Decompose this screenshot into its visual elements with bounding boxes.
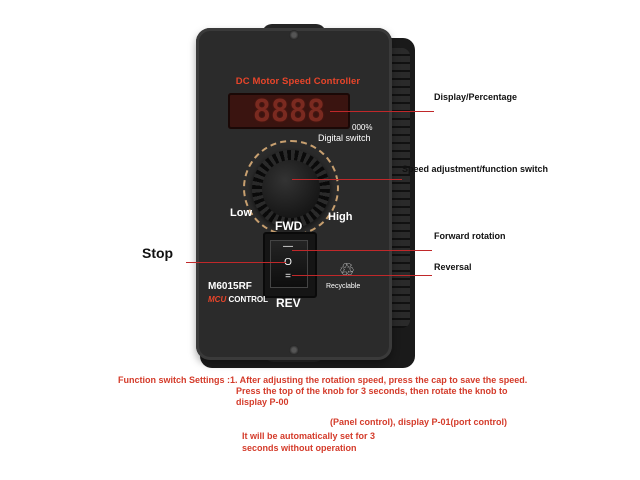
note-line-5: It will be automatically set for 3	[242, 431, 376, 441]
mcu-prefix: MCU	[208, 295, 227, 304]
knob-cap[interactable]	[262, 160, 320, 218]
callout-line-stop	[186, 262, 286, 263]
note-line-3: display P-00	[236, 397, 289, 407]
note-line-4: (Panel control), display P-01(port contr…	[330, 417, 508, 427]
mcu-control-label: MCU CONTROL	[208, 295, 268, 304]
rocker-switch[interactable]	[270, 240, 308, 288]
note-line-1: Function switch Settings :1. After adjus…	[118, 375, 528, 385]
callout-speed: Speed adjustment/function switch	[402, 164, 549, 174]
digital-switch-label: Digital switch	[318, 133, 371, 143]
callout-stop: Stop	[142, 245, 174, 261]
note-line-2: Press the top of the knob for 3 seconds,…	[236, 386, 508, 396]
screw-bottom	[289, 345, 299, 355]
recyclable-label: Recyclable	[326, 283, 361, 290]
callout-line-display	[330, 111, 434, 112]
switch-mark-rev: =	[285, 271, 291, 282]
switch-mark-stop: O	[284, 257, 292, 268]
screw-top	[289, 30, 299, 40]
percent-label: 000%	[352, 123, 373, 132]
mcu-suffix: CONTROL	[228, 295, 269, 304]
low-label: Low	[230, 207, 252, 219]
callout-line-reversal	[292, 275, 432, 276]
callout-reversal: Reversal	[434, 262, 472, 272]
note-line-6: seconds without operation	[242, 443, 357, 453]
switch-mark-fwd: —	[283, 241, 293, 252]
device-title: DC Motor Speed Controller	[235, 76, 361, 87]
callout-forward: Forward rotation	[434, 231, 506, 241]
high-label: High	[328, 211, 353, 223]
rev-label: REV	[276, 296, 301, 310]
callout-display: Display/Percentage	[434, 92, 518, 102]
fwd-label: FWD	[275, 219, 303, 233]
callout-line-speed	[292, 179, 402, 180]
callout-line-forward	[292, 250, 432, 251]
led-display: 8888	[228, 93, 350, 129]
display-digits: 8888	[252, 93, 326, 129]
model-label: M6015RF	[208, 281, 252, 292]
recycle-icon: ♲	[338, 260, 356, 280]
